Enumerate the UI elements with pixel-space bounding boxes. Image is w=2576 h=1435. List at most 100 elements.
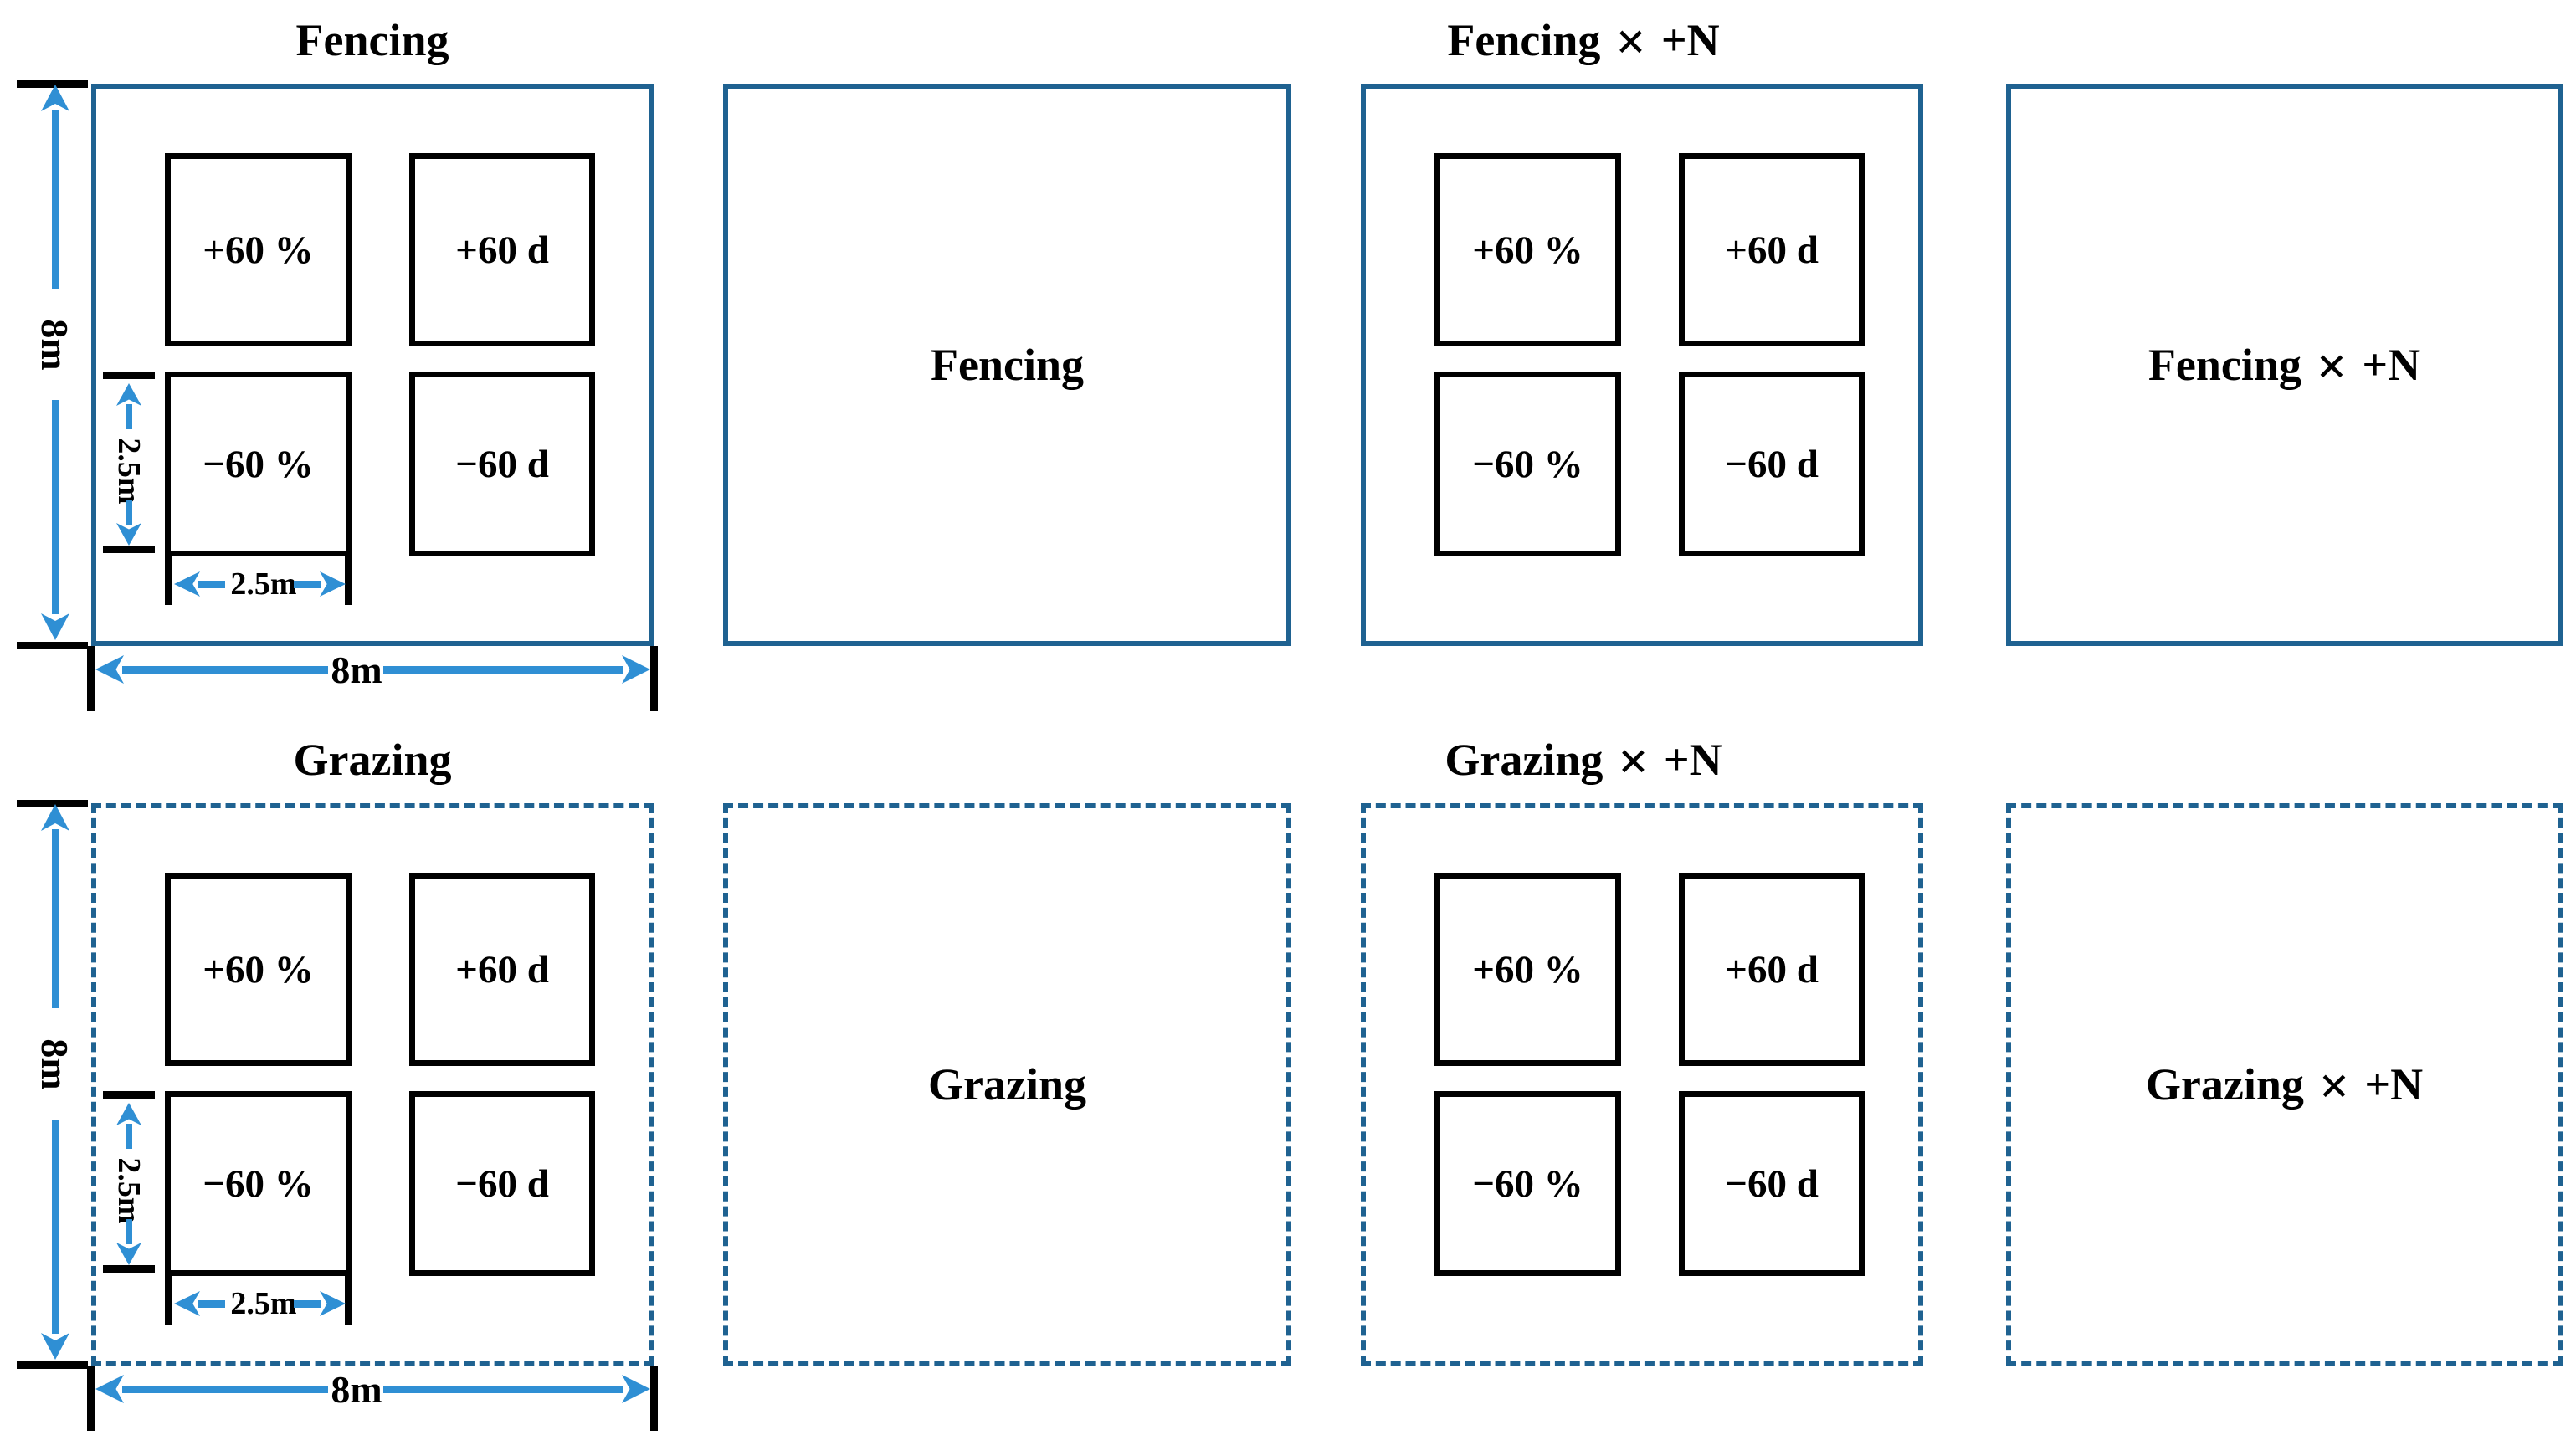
subplot-label: +60 % [203,228,314,272]
multiply-icon: × [2318,1056,2350,1115]
subplot-label: +60 % [203,947,314,992]
arrow-shaft [383,666,623,674]
arrow-shaft [52,829,59,1008]
subplot-plus60d: +60 d [1679,873,1865,1066]
panel-title-grazing-n: Grazing × +N [1302,725,1865,795]
subplot-label: −60 d [455,442,549,486]
dim-tick [345,553,352,605]
dim-tick [103,546,155,553]
arrow-left-icon [95,655,124,684]
subplot-minus60pct: −60 % [1434,1091,1621,1276]
fencing-label-square: Fencing [723,84,1291,646]
arrow-left-icon [95,1375,124,1403]
label-base: Grazing [2145,1059,2304,1110]
grazing-label-square: Grazing [723,803,1291,1366]
grazing-n-label-square: Grazing × +N [2006,803,2563,1366]
subplot-minus60d: −60 d [1679,1091,1865,1276]
subplot-label: −60 % [203,1161,314,1206]
subplot-plus60pct: +60 % [165,153,352,346]
dim-tick [650,646,658,711]
subplot-plus60d: +60 d [409,153,595,346]
arrow-down-icon [41,613,69,640]
subplot-label: −60 d [1725,442,1819,486]
multiply-icon: × [1615,12,1646,71]
subplot-minus60pct: −60 % [165,372,352,556]
dim-label-height: 8m [33,319,77,371]
subplot-minus60d: −60 d [409,372,595,556]
subplot-label: +60 % [1472,228,1583,272]
subplot-plus60pct: +60 % [1434,873,1621,1066]
arrow-shaft [126,500,132,525]
subplot-plus60d: +60 d [409,873,595,1066]
multiply-icon: × [2316,336,2348,396]
panel-title-fencing-n: Fencing × +N [1302,5,1865,75]
dim-label-subplot-width: 2.5m [230,1286,297,1321]
arrow-shaft [198,1300,225,1308]
multiply-icon: × [1618,731,1649,791]
subplot-minus60d: −60 d [409,1091,595,1276]
dim-tick [17,80,88,88]
dim-tick [17,642,88,649]
subplot-label: −60 d [1725,1161,1819,1206]
subplot-minus60pct: −60 % [165,1091,352,1276]
arrow-up-icon [41,804,69,831]
arrow-down-icon [41,1333,69,1360]
subplot-label: −60 % [203,442,314,486]
square-center-label: Grazing × +N [2145,1056,2424,1115]
subplot-label: +60 d [1725,947,1819,992]
dim-tick [17,800,88,807]
dim-label-width: 8m [331,1367,382,1411]
title-base: Fencing [1447,15,1601,65]
title-suffix: +N [1663,735,1722,785]
label-suffix: +N [2364,1059,2424,1110]
dim-tick [103,1265,155,1273]
square-center-label: Fencing [931,340,1084,390]
subplot-label: +60 d [455,228,549,272]
arrow-up-icon [41,85,69,111]
dim-tick [165,1273,172,1325]
subplot-minus60d: −60 d [1679,372,1865,556]
dim-tick [650,1366,658,1431]
subplot-label: −60 % [1472,1161,1583,1206]
subplot-label: +60 d [1725,228,1819,272]
arrow-right-icon [622,655,650,684]
square-center-label: Grazing [928,1059,1086,1110]
subplot-label: +60 d [455,947,549,992]
arrow-shaft [294,1300,321,1308]
arrow-shaft [52,110,59,289]
dim-tick [103,372,155,379]
dim-tick [165,553,172,605]
subplot-plus60d: +60 d [1679,153,1865,346]
arrow-shaft [122,1386,328,1393]
arrow-shaft [126,404,132,429]
panel-title-fencing: Fencing [295,15,449,65]
subplot-label: −60 % [1472,442,1583,486]
subplot-label: +60 % [1472,947,1583,992]
arrow-shaft [198,581,225,588]
arrow-shaft [126,1219,132,1244]
arrow-shaft [52,1120,59,1334]
fencing-n-label-square: Fencing × +N [2006,84,2563,646]
square-center-label: Fencing × +N [2148,336,2421,396]
arrow-shaft [294,581,321,588]
arrow-shaft [122,666,328,674]
arrow-right-icon [622,1375,650,1403]
dim-tick [87,646,95,711]
dim-tick [87,1366,95,1431]
arrow-shaft [52,400,59,614]
arrow-shaft [383,1386,623,1393]
label-suffix: +N [2362,340,2421,390]
dim-label-height: 8m [33,1038,77,1090]
dim-tick [103,1091,155,1099]
title-suffix: +N [1660,15,1720,65]
dim-label-subplot-width: 2.5m [230,566,297,602]
arrow-shaft [126,1124,132,1149]
label-base: Fencing [2148,340,2301,390]
dim-label-width: 8m [331,648,382,691]
panel-title-grazing: Grazing [293,735,452,785]
title-base: Grazing [1445,735,1604,785]
dim-tick [345,1273,352,1325]
subplot-plus60pct: +60 % [1434,153,1621,346]
subplot-plus60pct: +60 % [165,873,352,1066]
